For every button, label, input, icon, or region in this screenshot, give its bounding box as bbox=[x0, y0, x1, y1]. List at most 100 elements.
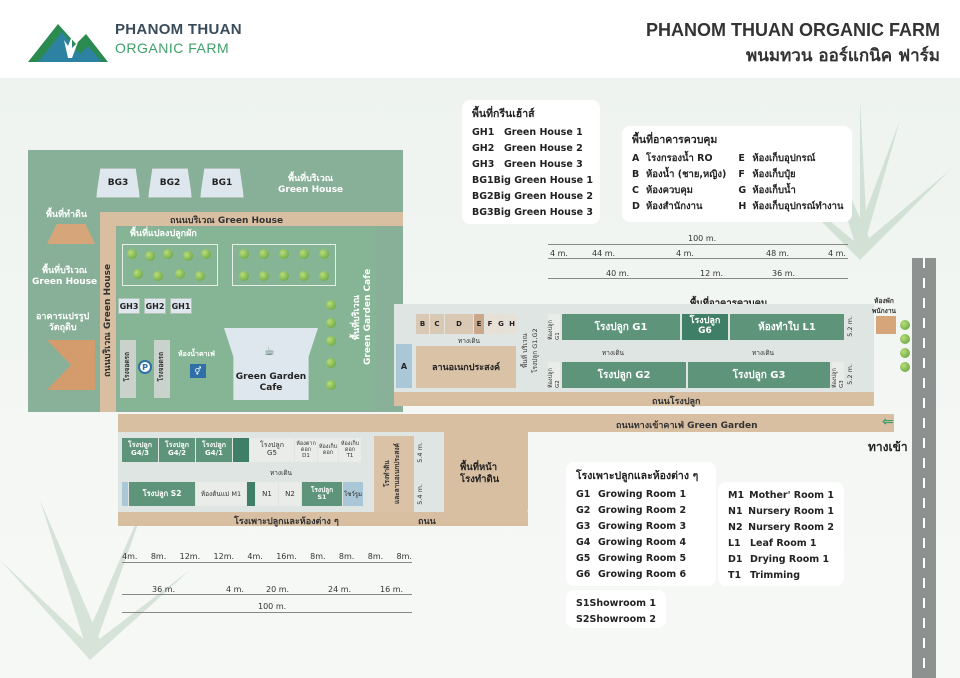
dim-5-2-a: 5.2 m. bbox=[846, 316, 854, 337]
lower-dim2-16: 16 m. bbox=[380, 585, 404, 594]
room-d1: ห้องตาก ดอก D1 bbox=[295, 438, 317, 462]
dim-d3: 4 m. bbox=[676, 249, 694, 258]
room-m1: ห้องต้นแม่ M1 bbox=[196, 482, 246, 506]
front-soil-area bbox=[444, 432, 528, 526]
highway-lane-marking bbox=[923, 258, 925, 678]
small-rooms-row: B C D E F G H bbox=[416, 314, 517, 334]
veg-plot-label: พื้นที่แปลงปลูกผัก bbox=[130, 229, 197, 239]
entrance-arrow-icon: ⇐ bbox=[882, 414, 894, 430]
room-n2: N2 bbox=[279, 482, 301, 506]
dim-line-2 bbox=[548, 278, 848, 279]
soil-workshop-label: โรงทำดิน และลานอเนกประสงค์ bbox=[383, 443, 401, 505]
room-g5: โรงปลูก G5 bbox=[250, 438, 294, 462]
side-room-g1: ห้องปลูก G1 bbox=[548, 314, 561, 340]
staff-rest-house bbox=[876, 316, 896, 334]
small-green-houses: GH3 GH2 GH1 bbox=[118, 298, 192, 314]
logo-icon bbox=[28, 18, 108, 64]
bg2-building: BG2 bbox=[148, 168, 192, 198]
room-g4-1: โรงปลูก G4/1 bbox=[196, 438, 232, 462]
big-green-houses: BG3 BG2 BG1 bbox=[96, 168, 244, 204]
dim-d8: 36 m. bbox=[772, 269, 796, 278]
gh3-building: GH3 bbox=[118, 298, 140, 314]
side-room-g3: ห้องปลูก G3 bbox=[832, 362, 845, 388]
dry-land-shed bbox=[47, 224, 95, 244]
cafe-building bbox=[224, 328, 318, 400]
gh1-building: GH1 bbox=[170, 298, 192, 314]
entrance-road-label: ถนนทางเข้าคาเฟ่ Green Garden bbox=[616, 421, 758, 431]
garage-1 bbox=[120, 340, 136, 398]
room-g1: โรงปลูก G1 bbox=[562, 314, 680, 340]
dim-5-2-b: 5.2 m. bbox=[846, 364, 854, 385]
side-room-g2: ห้องปลูก G2 bbox=[548, 362, 561, 388]
dim-d1: 4 m. bbox=[550, 249, 568, 258]
room-d: D bbox=[445, 314, 473, 334]
room-g: G bbox=[496, 314, 506, 334]
dim-5-4-a: 5.4 m. bbox=[416, 442, 424, 463]
page-title-th: พนมทวน ออร์แกนิค ฟาร์ม bbox=[746, 46, 940, 66]
cafe-area-label: พื้นที่บริเวณ Green Garden Cafe bbox=[352, 268, 373, 366]
lower-dim2-4: 4 m. bbox=[226, 585, 244, 594]
road-top-label: ถนนบริเวณ Green House bbox=[170, 216, 284, 226]
dry-land-label: พื้นที่ทำดิน bbox=[46, 210, 88, 220]
coffee-icon: ☕ bbox=[264, 344, 275, 358]
room-f: F bbox=[485, 314, 495, 334]
walkway-label-3: ทางเดิน bbox=[752, 349, 774, 357]
garage-1-label: โรงจอดรถ bbox=[123, 352, 131, 382]
planting-road bbox=[394, 392, 874, 406]
walkway-label-2: ทางเดิน bbox=[602, 349, 624, 357]
room-g3: โรงปลูก G3 bbox=[688, 362, 830, 388]
lower-dims-row: 4m.8m. 12m.12m. 4m.16m. 8m.8m. 8m.8m. bbox=[122, 552, 412, 561]
lower-blue-strip bbox=[122, 482, 128, 506]
lower-divider bbox=[233, 438, 249, 462]
roadside-trees bbox=[900, 320, 912, 372]
control-building-title: พื้นที่อาคารควบคุม bbox=[690, 296, 767, 311]
legend-rooms-title: โรงเพาะปลูกและห้องต่าง ๆ bbox=[576, 470, 699, 482]
bg1-building: BG1 bbox=[200, 168, 244, 198]
room-h: H bbox=[507, 314, 517, 334]
planting-road-label: ถนนโรงปลูก bbox=[652, 397, 701, 407]
parking-icon: P bbox=[138, 360, 152, 374]
lower-road bbox=[118, 512, 528, 526]
staff-rest-label: ห้องพัก พนักงาน bbox=[872, 297, 896, 315]
cannabis-leaf-decoration-left bbox=[0, 490, 190, 660]
garage-2-label: โรงจอดรถ bbox=[157, 352, 165, 382]
soil-workshop bbox=[374, 436, 414, 512]
front-soil-label: พื้นที่หน้า โรงทำดิน bbox=[460, 462, 500, 486]
gh2-building: GH2 bbox=[144, 298, 166, 314]
room-g4-3: โรงปลูก G4/3 bbox=[122, 438, 158, 462]
dim-total: 100 m. bbox=[688, 234, 717, 243]
lower-dim2-36: 36 m. bbox=[152, 585, 176, 594]
cafe-trees bbox=[326, 300, 338, 400]
entrance-label: ทางเข้า bbox=[868, 440, 908, 454]
veg-plot-1 bbox=[122, 244, 218, 286]
walkway-label-1: ทางเดิน bbox=[458, 337, 480, 345]
service-area-label: พื้นที่บริเวณ Green House bbox=[278, 174, 344, 195]
room-e: E bbox=[474, 314, 484, 334]
green-house-road-top bbox=[100, 212, 403, 226]
veg-plot-2 bbox=[232, 244, 336, 286]
dim-line-1 bbox=[548, 258, 848, 259]
multipurpose-plaza: ลานอเนกประสงค์ bbox=[416, 346, 516, 388]
lower-dim-line-3 bbox=[122, 612, 412, 613]
lower-building-title: โรงเพาะปลูกและห้องต่าง ๆ bbox=[234, 517, 339, 527]
lower-rooms-bottom: โรงปลูก S2 ห้องต้นแม่ M1 N1 N2 โรงปลูก S… bbox=[122, 482, 363, 506]
room-n1: N1 bbox=[256, 482, 278, 506]
dim-d7: 12 m. bbox=[700, 269, 724, 278]
lower-dim2-20: 20 m. bbox=[266, 585, 290, 594]
dim-d5: 4 m. bbox=[828, 249, 846, 258]
dim-5-4-b: 5.4 m. bbox=[416, 484, 424, 505]
lower-divider-2 bbox=[247, 482, 255, 506]
lower-rooms-top: โรงปลูก G4/3 โรงปลูก G4/2 โรงปลูก G4/1 โ… bbox=[122, 438, 361, 462]
entrance-road bbox=[118, 414, 894, 432]
logo-line2: ORGANIC FARM bbox=[115, 40, 230, 56]
lower-walkway-label: ทางเดิน bbox=[270, 469, 292, 477]
dim-d2: 44 m. bbox=[592, 249, 616, 258]
dim-d4: 48 m. bbox=[766, 249, 790, 258]
dim-line-total bbox=[548, 244, 848, 245]
room-c: C bbox=[430, 314, 444, 334]
room-storage: ห้องเก็บ ดอก bbox=[318, 438, 338, 462]
